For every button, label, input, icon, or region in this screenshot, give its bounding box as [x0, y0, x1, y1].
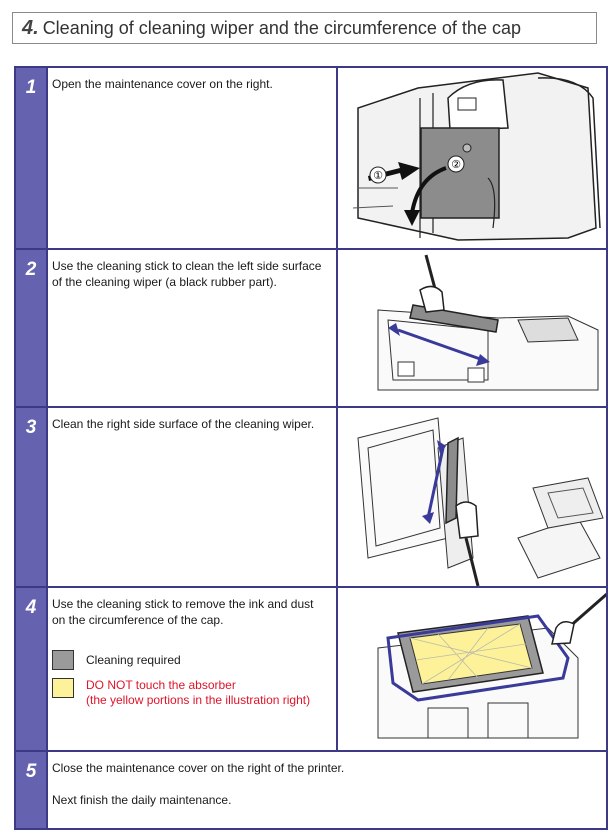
step-number: 1 — [16, 68, 48, 248]
section-title-text: Cleaning of cleaning wiper and the circu… — [42, 17, 521, 38]
legend-gray-label: Cleaning required — [86, 653, 181, 667]
callout-2: ② — [451, 158, 461, 171]
step-3-illustration — [336, 408, 606, 586]
step-3: 3 Clean the right side surface of the cl… — [16, 408, 606, 588]
step-text: Use the cleaning stick to clean the left… — [52, 259, 322, 289]
step-number: 5 — [16, 752, 48, 828]
step-text: Close the maintenance cover on the right… — [52, 761, 345, 775]
step-text: Use the cleaning stick to remove the ink… — [52, 597, 314, 627]
step-2: 2 Use the cleaning stick to clean the le… — [16, 250, 606, 408]
step-1: 1 Open the maintenance cover on the righ… — [16, 68, 606, 250]
step-number: 3 — [16, 408, 48, 586]
step-2-illustration — [336, 250, 606, 406]
legend-yellow: DO NOT touch the absorber (the yellow po… — [52, 678, 310, 708]
step-1-illustration: ① ② — [336, 68, 606, 248]
section-title: 4. Cleaning of cleaning wiper and the ci… — [12, 12, 597, 44]
legend-gray: Cleaning required — [52, 650, 181, 670]
callout-1: ① — [373, 169, 383, 182]
step-text: Clean the right side surface of the clea… — [52, 417, 315, 431]
step-number: 2 — [16, 250, 48, 406]
step-5: 5 Close the maintenance cover on the rig… — [16, 752, 606, 828]
legend-yellow-line1: DO NOT touch the absorber — [86, 678, 236, 692]
step-4: 4 Use the cleaning stick to remove the i… — [16, 588, 606, 752]
steps-table: 1 Open the maintenance cover on the righ… — [14, 66, 608, 830]
gray-swatch — [52, 650, 74, 670]
step-text: Open the maintenance cover on the right. — [52, 77, 273, 91]
step-4-illustration — [336, 588, 606, 750]
section-number: 4. — [22, 16, 39, 39]
legend-yellow-line2: (the yellow portions in the illustration… — [86, 693, 311, 707]
yellow-swatch — [52, 678, 74, 698]
step-text-2: Next finish the daily maintenance. — [52, 793, 232, 807]
step-number: 4 — [16, 588, 48, 750]
